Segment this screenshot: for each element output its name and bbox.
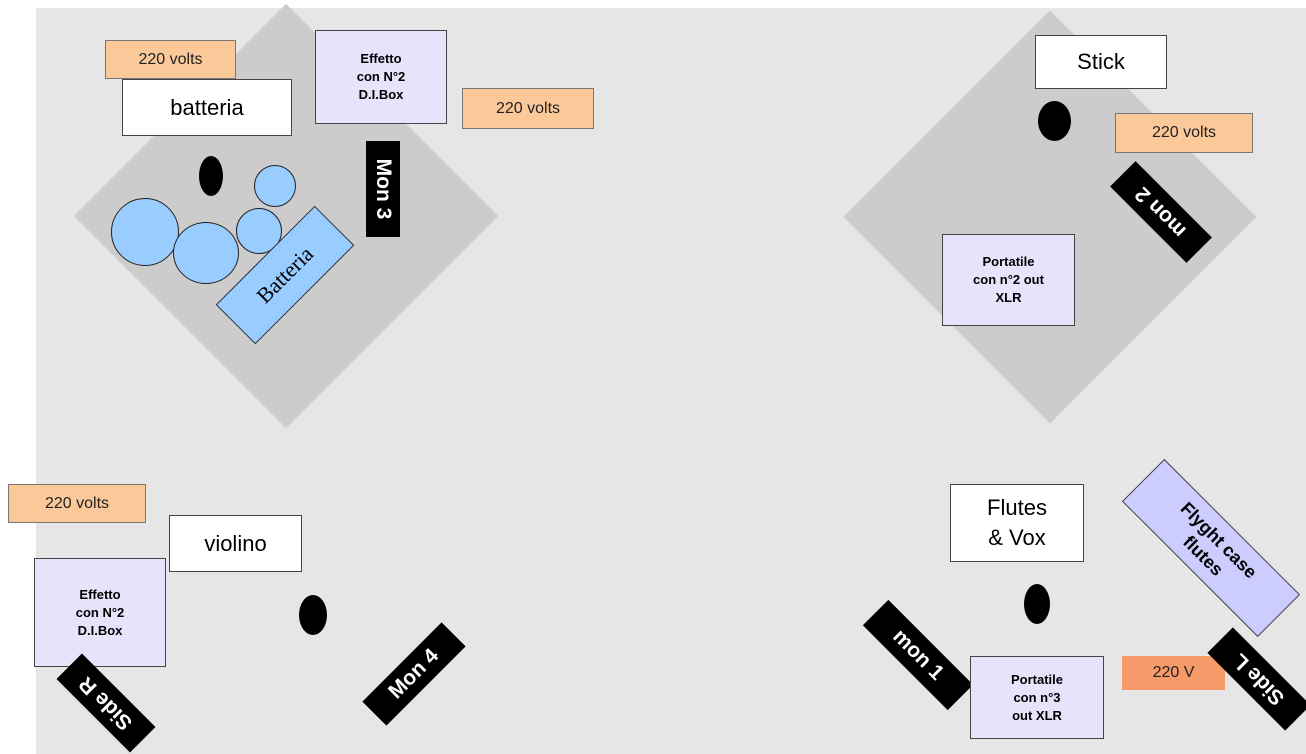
- laptop-stick: Portatile con n°2 out XLR: [942, 234, 1075, 326]
- effect-di-box-violin: Effetto con N°2 D.I.Box: [34, 558, 166, 667]
- drum-kick: [173, 222, 239, 284]
- flutes-mic-stand: [1024, 584, 1050, 624]
- violin-mic-stand: [299, 595, 327, 635]
- power-outlet-flutes: 220 V: [1122, 656, 1225, 690]
- flutes-vox-label: Flutes & Vox: [950, 484, 1084, 562]
- effect-di-box-drums: Effetto con N°2 D.I.Box: [315, 30, 447, 124]
- power-outlet-stick: 220 volts: [1115, 113, 1253, 153]
- monitor-3: Mon 3: [366, 141, 400, 237]
- violino-label: violino: [169, 515, 302, 572]
- laptop-flutes: Portatile con n°3 out XLR: [970, 656, 1104, 739]
- power-outlet-drums-2: 220 volts: [462, 88, 594, 129]
- stick-label: Stick: [1035, 35, 1167, 89]
- drum-mic-stand: [199, 156, 223, 196]
- stick-mic-stand: [1038, 101, 1071, 141]
- batteria-label: batteria: [122, 79, 292, 136]
- power-outlet-violin: 220 volts: [8, 484, 146, 523]
- drum-cymbal: [254, 165, 296, 207]
- power-outlet-drums-1: 220 volts: [105, 40, 236, 79]
- drum-floor-tom: [111, 198, 179, 266]
